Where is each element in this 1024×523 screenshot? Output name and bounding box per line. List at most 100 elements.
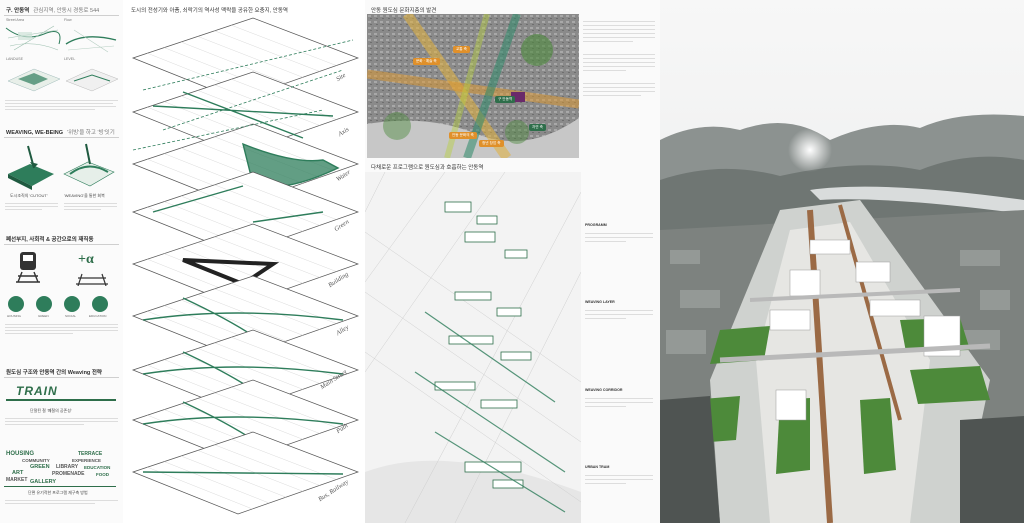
thumb-label-flow: Flow — [64, 18, 72, 22]
layer-texture-line — [214, 236, 320, 278]
words-underline — [4, 486, 116, 487]
section-title-weaving: WEAVING, WE-BEING'위빙'을 하고 '빙'잇기 — [6, 130, 115, 136]
icon-caption-education: EDUCATION — [89, 314, 107, 318]
green-icon — [36, 296, 52, 312]
thumb-label-landuse: LANDUSE — [6, 57, 23, 61]
word-education: EDUCATION — [84, 465, 111, 470]
layer-texture-line — [214, 184, 320, 226]
housing-icon — [8, 296, 24, 312]
layer-texture-line — [214, 444, 320, 486]
aerial-rendering-image — [660, 0, 1024, 523]
layer-accent — [152, 185, 324, 223]
layer-texture-line — [214, 288, 320, 330]
thumb-label-street-area: Street Area — [6, 18, 24, 22]
map-tag-nature: 자연 축 — [529, 124, 546, 131]
thumb-label-level: LEVEL — [64, 57, 76, 61]
layer-plane — [131, 379, 360, 463]
strategy-paragraph — [5, 416, 118, 440]
word-green: GREEN — [30, 464, 50, 470]
divider — [4, 244, 119, 245]
layer-texture-line — [214, 392, 320, 434]
divider — [4, 377, 119, 378]
map-tag-andong-culture: 안동 문화의 축 — [449, 132, 477, 139]
map-tag-transit: 교통 축 — [453, 46, 470, 53]
map-tag-youth-startup: 청년 창업 축 — [479, 140, 504, 147]
words-paragraph — [5, 498, 118, 518]
word-promenade: PROMENADE — [52, 471, 85, 477]
discovery-title: 안동 원도심 문화지층의 발견 — [371, 8, 437, 14]
train-caption: 단절된 철 '폐철의 공존성' — [30, 408, 72, 413]
layer-texture-line — [197, 398, 303, 440]
weave-caption-recovery: 'WEAVING'을 통한 회복 — [64, 193, 105, 198]
word-housing: HOUSING — [6, 451, 35, 457]
map-tag-culture-art: 문화 · 예술 축 — [413, 58, 440, 65]
weaving-diagram — [8, 143, 115, 190]
program-panel: 안동 원도심 문화지층의 발견 문화 · 예술 축 교통 축 구 안동역 안동 … — [365, 0, 660, 523]
axis-dashed-lines — [132, 39, 354, 151]
divider — [4, 137, 119, 138]
program-title: 다채로운 프로그램으로 원도심과 호흡하는 안동역 — [371, 165, 484, 171]
layer-plane — [131, 171, 360, 255]
word-art: ART — [12, 470, 24, 476]
site-thumbnails-bottom — [7, 68, 119, 92]
label-urban-tram: URBAN TRAM — [585, 465, 610, 469]
program-axonometric — [365, 172, 581, 523]
layer-texture-line — [164, 461, 270, 504]
train-icon — [16, 252, 40, 283]
layer-plane — [131, 17, 360, 101]
word-terrace: TERRACE — [78, 451, 103, 457]
section-title-strategy: 원도심 구조와 안동역 간의 Weaving 전략 — [6, 370, 102, 376]
icon-caption-housing: HOUSING — [7, 314, 22, 318]
layer-plane — [131, 71, 360, 155]
exploded-layer-diagram — [131, 17, 360, 515]
education-icon — [92, 296, 108, 312]
layer-texture-line — [197, 450, 303, 492]
map-tag-old-station: 구 안동역 — [495, 96, 516, 103]
layer-texture-line — [231, 25, 337, 66]
layer-accent — [142, 471, 344, 475]
word-community: COMMUNITY — [22, 458, 50, 463]
layer-texture-line — [214, 30, 320, 72]
layer-plane — [131, 275, 360, 359]
layer-texture-line — [197, 190, 303, 232]
layer-texture-line — [214, 342, 320, 384]
icon-caption-social: SOCIAL — [65, 314, 77, 318]
layer-texture-line — [231, 79, 337, 120]
layer-plane — [131, 223, 360, 307]
label-programm: PROGRAMM — [585, 223, 607, 227]
label-weaving-layer: WEAVING LAYER — [585, 300, 615, 304]
label-weaving-corridor: WEAVING CORRIDOR — [585, 388, 623, 392]
word-gallery: GALLERY — [30, 479, 57, 485]
weaving-layer-paragraph — [585, 307, 653, 327]
weave-caption-cutout: 도시조직의 'CUTOUT' — [10, 193, 48, 198]
weave-paragraph-left — [5, 201, 58, 223]
aerial-render-panel — [660, 0, 1024, 523]
intro-paragraph — [5, 98, 118, 122]
layer-texture-line — [180, 299, 287, 342]
urban-tram-paragraph — [585, 472, 653, 494]
social-icon — [64, 296, 80, 312]
layer-texture-line — [214, 84, 320, 126]
divider — [4, 15, 119, 16]
layer-texture-line — [147, 467, 253, 510]
train-underline — [6, 399, 116, 401]
layer-analysis-panel: 도시의 전성기와 아픔, 쇠락기의 역사성 맥락을 공유한 요충지, 안동역 S… — [123, 0, 365, 523]
layer-texture-line — [180, 41, 287, 84]
section-title-rail-site: 폐선부지, 사회적 & 공간으로의 재직동 — [6, 237, 94, 243]
plus-alpha-label: +α — [78, 252, 94, 267]
word-food: FOOD — [96, 472, 109, 477]
rail-site-paragraph — [5, 322, 118, 362]
word-experience: EXPERIENCE — [72, 458, 102, 463]
layer-texture-line — [231, 231, 337, 272]
words-caption: 단편 유기적한 프로그램 재구축 방법 — [28, 490, 88, 495]
layer-texture-line — [197, 36, 303, 78]
weaving-corridor-paragraph — [585, 395, 653, 415]
layer-texture-line — [197, 294, 303, 336]
programm-paragraph — [585, 230, 653, 250]
rail-track-icon — [76, 273, 108, 286]
icon-caption-green: GREEN — [38, 314, 49, 318]
train-word: TRAIN — [16, 384, 58, 398]
weave-paragraph-right — [64, 201, 117, 223]
